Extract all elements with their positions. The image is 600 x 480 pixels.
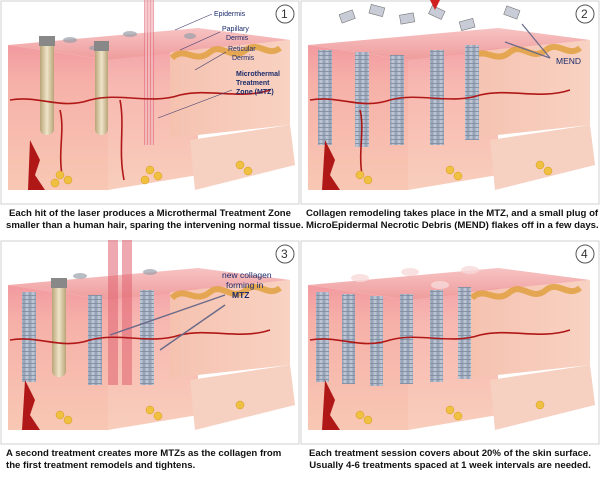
blood-vessels (9, 89, 271, 181)
laser-beam (144, 0, 154, 145)
caption-line: Each treatment session covers about 20% … (308, 448, 592, 459)
fat-cells (50, 160, 253, 188)
laser-tip (430, 0, 440, 10)
dermis-side (170, 280, 290, 378)
caption-3: A second treatment creates more MTZs as … (6, 448, 294, 472)
mtz-columns (318, 45, 479, 147)
vessel-root (322, 140, 340, 190)
caption-line: the first treatment remodels and tighten… (6, 460, 196, 471)
dermis-side (470, 280, 590, 378)
caption-line: Collagen remodeling takes place in the M… (306, 208, 599, 219)
step-number: 3 (281, 247, 288, 261)
hair-follicle (51, 278, 67, 377)
papillary-ridges (169, 283, 282, 301)
front-face (8, 45, 108, 190)
dermis-side (170, 40, 290, 138)
vessel-root (28, 140, 45, 190)
collagen-arrows (109, 294, 226, 351)
skin-diagram-3: new collagen forming in MTZ 3 (0, 240, 300, 445)
fat-cells (355, 400, 545, 425)
mend-arrows (504, 23, 551, 59)
deep-layer (190, 365, 295, 430)
mend-flakes (338, 3, 521, 32)
caption-1: Each hit of the laser produces a Microth… (6, 208, 304, 232)
panel-2: MEND 2 Collagen remodeling takes place i… (300, 0, 600, 240)
hair-follicle-1 (39, 36, 55, 135)
caption-line: Usually 4-6 treatments spaced at 1 week … (309, 460, 591, 471)
step-number: 4 (581, 247, 588, 261)
vessel-root (22, 380, 40, 430)
healing-spots (351, 266, 479, 289)
skin-diagram-1: Epidermis Papillary Dermis Reticular Der… (0, 0, 300, 205)
hair-follicle-2 (94, 41, 109, 135)
epidermis-surface (308, 268, 590, 300)
step-number: 2 (581, 7, 588, 21)
dermis-side (470, 40, 590, 138)
label-mtz-1: Microthermal (236, 71, 280, 78)
caption-line: A second treatment creates more MTZs as … (6, 448, 282, 459)
epidermis-surface (308, 28, 590, 60)
label-epidermis: Epidermis (214, 11, 246, 18)
caption-line: MicroEpidermal Necrotic Debris (MEND) fl… (306, 220, 599, 231)
papillary-ridges (169, 43, 282, 61)
blood-vessels (9, 329, 271, 345)
step-badge (275, 4, 295, 24)
deep-layer (490, 125, 595, 190)
laser-beams (108, 240, 132, 385)
mtz-columns (22, 290, 154, 385)
deep-layer (490, 365, 595, 430)
label-mtz-2: Treatment (236, 80, 270, 87)
epidermis-surface (8, 268, 290, 300)
vessel-root (322, 380, 340, 430)
skin-diagram-2: MEND 2 (300, 0, 600, 205)
label-pointers (157, 13, 233, 119)
fat-cells (355, 160, 553, 185)
mtz-columns (316, 287, 471, 386)
step-badge (575, 244, 595, 264)
papillary-ridges (469, 43, 582, 61)
label-reticular-1: Reticular (228, 46, 256, 53)
label-papillary-2: Dermis (226, 35, 249, 42)
step-number: 1 (281, 7, 288, 21)
label-collagen-1: new collagen (222, 270, 272, 280)
panel-4: 4 Each treatment session covers about 20… (300, 240, 600, 480)
panel-1: Epidermis Papillary Dermis Reticular Der… (0, 0, 304, 240)
pores (73, 269, 157, 279)
fat-cells (55, 400, 245, 425)
caption-2: Collagen remodeling takes place in the M… (306, 208, 599, 232)
deep-layer (190, 125, 295, 190)
label-collagen-2: forming in (226, 280, 264, 290)
step-badge (275, 244, 295, 264)
label-reticular-2: Dermis (232, 55, 255, 62)
blood-vessels (309, 89, 571, 176)
panel-3: new collagen forming in MTZ 3 A second t… (0, 240, 300, 480)
label-mend: MEND (556, 56, 581, 66)
label-mtz-3: Zone (MTZ) (236, 89, 274, 96)
caption-4: Each treatment session covers about 20% … (306, 448, 594, 472)
label-papillary-1: Papillary (222, 26, 249, 33)
caption-line: Each hit of the laser produces a Microth… (8, 208, 292, 219)
papillary-ridges (469, 283, 582, 301)
blood-vessels (309, 329, 571, 345)
caption-line: smaller than a human hair, sparing the i… (6, 220, 304, 231)
step-badge (575, 4, 595, 24)
skin-diagram-4: 4 (300, 240, 600, 445)
label-collagen-3: MTZ (232, 290, 249, 300)
